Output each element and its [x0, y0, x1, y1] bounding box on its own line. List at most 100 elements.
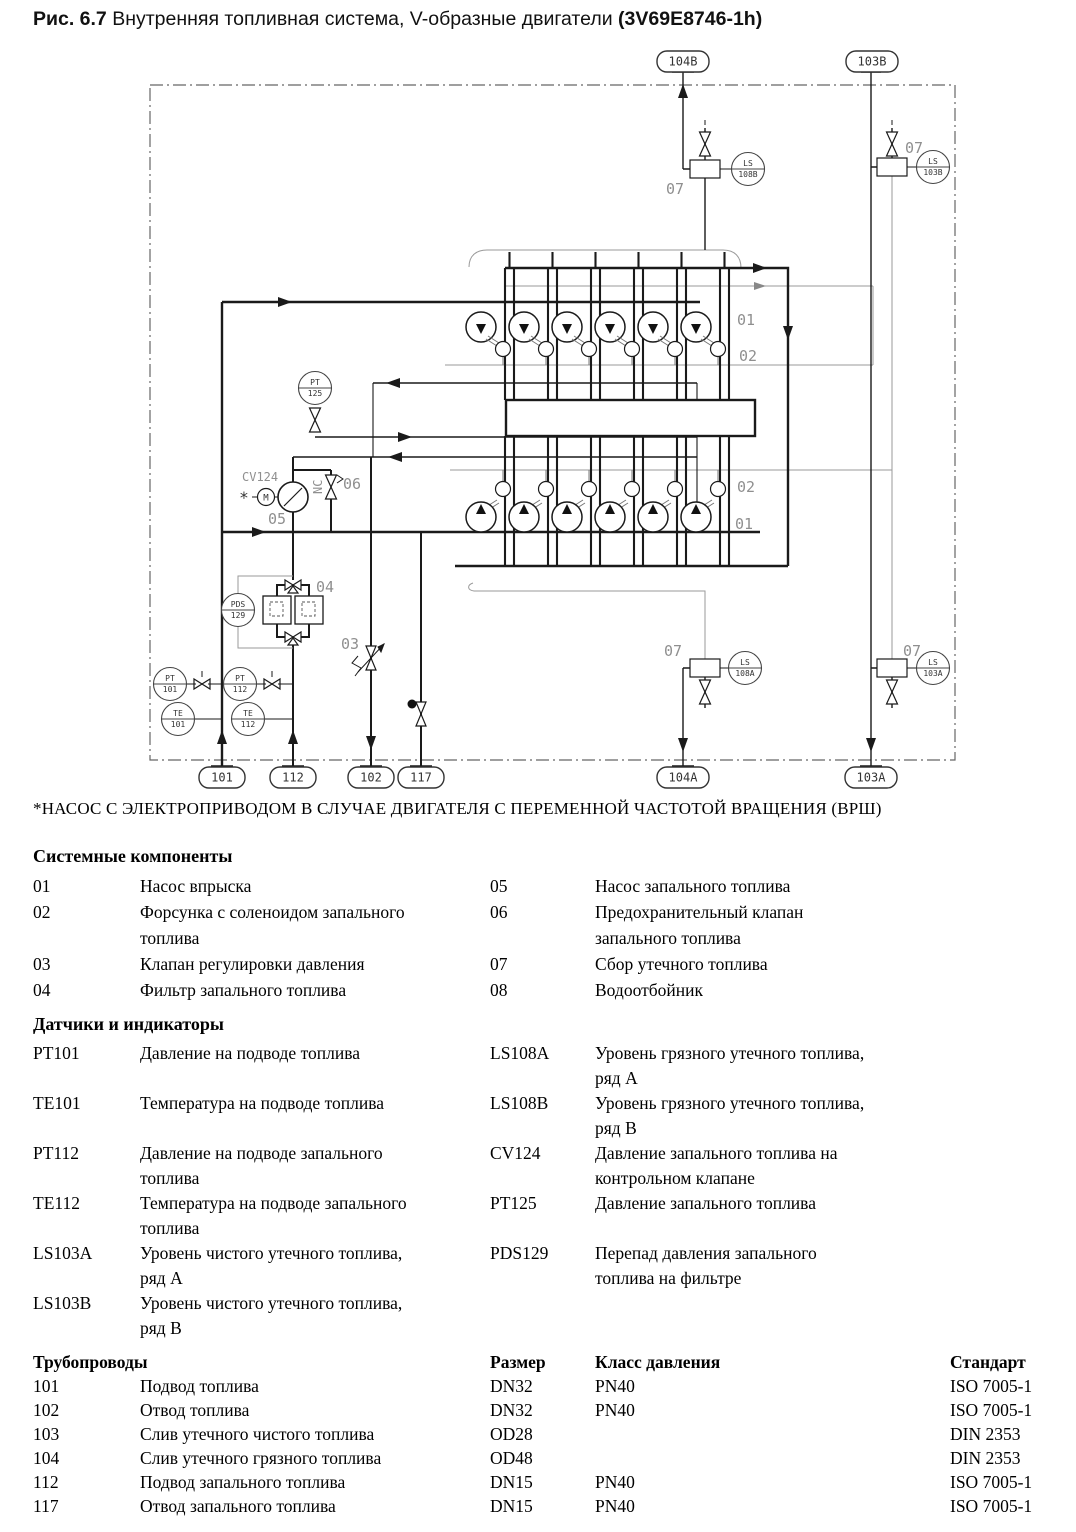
sensor-desc: Давление запального топлива — [595, 1193, 816, 1213]
motor-label: M — [263, 494, 269, 504]
label-04: 04 — [316, 578, 334, 596]
pipe-desc: Отвод топлива — [140, 1400, 250, 1420]
svg-text:LS: LS — [928, 658, 938, 667]
svg-text:TE: TE — [243, 709, 253, 718]
svg-text:LS: LS — [928, 157, 938, 166]
component-id: 07 — [490, 954, 508, 974]
svg-text:112: 112 — [241, 720, 256, 729]
engine-boundary — [149, 84, 956, 761]
label-06: 06 — [343, 475, 361, 493]
leak-collector-boxes — [689, 157, 908, 678]
sensor-tag: PT101 — [33, 1043, 80, 1063]
svg-text:LS: LS — [740, 658, 750, 667]
secondary-pipes — [292, 457, 422, 766]
svg-text:125: 125 — [308, 389, 323, 398]
engine-center-block — [504, 398, 757, 438]
sensor-tag: TE101 — [33, 1093, 81, 1113]
label-02-bot: 02 — [737, 478, 755, 496]
pipe-id: 112 — [33, 1472, 59, 1492]
sensor-tag: TE112 — [33, 1193, 80, 1213]
component-id: 06 — [490, 902, 508, 922]
component-desc: Насос запального топлива — [595, 876, 791, 896]
conn-103a: 103A — [857, 771, 887, 785]
engine-outline — [445, 176, 893, 659]
valve-details — [201, 120, 893, 677]
conn-101: 101 — [211, 771, 233, 785]
sensor-tag: LS103A — [33, 1243, 93, 1263]
fuel-system-diagram: M * PT101 TE101 PT112 TE112 PDS129 PT125… — [149, 50, 956, 789]
pipes-col-std: Стандарт — [950, 1352, 1026, 1372]
pipe-desc: Слив утечного грязного топлива — [140, 1448, 382, 1468]
conn-117: 117 — [410, 771, 432, 785]
pipe-class — [595, 1422, 950, 1446]
component-desc: Насос впрыска — [140, 876, 252, 896]
pipe-std: ISO 7005-1 — [950, 1496, 1033, 1516]
sensor-desc — [595, 1291, 1043, 1341]
sensors-heading: Датчики и индикаторы — [33, 1014, 224, 1034]
sensor-tag: LS108A — [490, 1043, 550, 1063]
sensor-tag: LS103B — [33, 1293, 92, 1313]
valve-ball — [407, 699, 417, 709]
svg-text:PT: PT — [165, 674, 175, 683]
sensor-desc: Давление запального топлива на контрольн… — [595, 1143, 838, 1188]
pipe-std: ISO 7005-1 — [950, 1472, 1033, 1492]
label-02-top: 02 — [739, 347, 757, 365]
component-id: 03 — [33, 954, 51, 974]
svg-text:112: 112 — [233, 685, 248, 694]
svg-text:108B: 108B — [738, 170, 757, 179]
pipes-heading: Трубопроводы — [33, 1352, 148, 1372]
pipe-desc: Слив утечного чистого топлива — [140, 1424, 375, 1444]
pipe-std: DIN 2353 — [950, 1448, 1021, 1468]
component-id: 08 — [490, 980, 508, 1000]
pipe-size: DN32 — [490, 1400, 533, 1420]
sensor-desc: Уровень чистого утечного топлива, ряд B — [140, 1293, 403, 1338]
component-desc: Предохранительный клапан запального топл… — [595, 902, 804, 948]
label-05: 05 — [268, 510, 286, 528]
pipe-class: PN40 — [595, 1496, 635, 1516]
section-components: Системные компоненты 01 Насос впрыска 05… — [33, 846, 1043, 1003]
pipes-col-class: Класс давления — [595, 1352, 721, 1372]
svg-text:101: 101 — [163, 685, 178, 694]
svg-text:TE: TE — [173, 709, 183, 718]
sensor-desc: Температура на подводе топлива — [140, 1093, 385, 1113]
sensor-desc: Температура на подводе запального топлив… — [140, 1193, 407, 1238]
component-desc: Водоотбойник — [595, 980, 703, 1000]
pipe-class: PN40 — [595, 1472, 635, 1492]
sensor-tag — [490, 1291, 595, 1341]
component-desc: Сбор утечного топлива — [595, 954, 768, 974]
component-id: 01 — [33, 876, 51, 896]
conn-104b: 104B — [669, 55, 698, 69]
sensor-tag: PT125 — [490, 1193, 537, 1213]
pipe-size: OD28 — [490, 1424, 533, 1444]
pipe-size: DN32 — [490, 1376, 533, 1396]
valves — [193, 131, 899, 727]
pipe-class — [595, 1446, 950, 1470]
pipe-size: DN15 — [490, 1496, 533, 1516]
svg-text:PT: PT — [235, 674, 245, 683]
pipe-id: 104 — [33, 1448, 60, 1468]
label-cv124: CV124 — [242, 470, 278, 484]
instrument-bubbles: PT101 TE101 PT112 TE112 PDS129 PT125 LS1… — [152, 149, 951, 737]
pds129-taps — [237, 575, 293, 649]
figure-code: (3V69E8746-1h) — [618, 8, 763, 30]
sensor-desc: Уровень чистого утечного топлива, ряд A — [140, 1243, 403, 1288]
sensor-desc: Перепад давления запального топлива на ф… — [595, 1243, 817, 1288]
pipe-std: DIN 2353 — [950, 1424, 1021, 1444]
flange-connections: 104B 103B 101 112 102 117 104A 103A — [198, 50, 899, 789]
conn-103b: 103B — [858, 55, 887, 69]
components-heading: Системные компоненты — [33, 846, 233, 866]
label-07-tl: 07 — [666, 180, 684, 198]
conn-102: 102 — [360, 771, 382, 785]
pipe-desc: Подвод запального топлива — [140, 1472, 346, 1492]
pipe-class: PN40 — [595, 1376, 635, 1396]
sensor-tag: CV124 — [490, 1143, 541, 1163]
label-01-top: 01 — [737, 311, 755, 329]
component-desc: Клапан регулировки давления — [140, 954, 365, 974]
svg-text:129: 129 — [231, 611, 246, 620]
label-07-br: 07 — [903, 642, 921, 660]
pipe-desc: Отвод запального топлива — [140, 1496, 336, 1516]
sensor-desc: Уровень грязного утечного топлива, ряд A — [595, 1043, 865, 1088]
figure-title: Рис. 6.7 Внутренняя топливная система, V… — [33, 8, 762, 31]
ls-connectors — [720, 166, 916, 669]
component-id: 05 — [490, 876, 508, 896]
